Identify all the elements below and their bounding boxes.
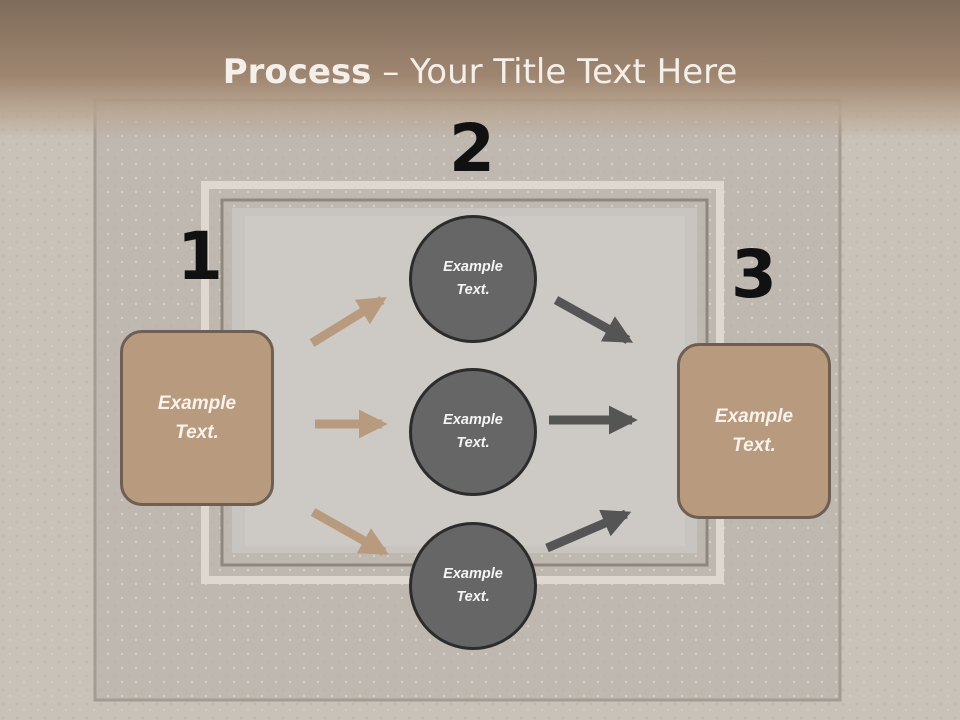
step-circle-bottom-text: Example Text. xyxy=(443,566,503,605)
step-number-2: 2 xyxy=(449,110,495,187)
step-circle-top-text: Example Text. xyxy=(443,259,503,298)
step-circle-middle-text: Example Text. xyxy=(443,412,503,451)
step-box-1-text: Example Text. xyxy=(157,393,237,443)
arrow-box1-to-circle-top xyxy=(309,296,387,347)
step-circle-top: Example Text. xyxy=(409,215,537,343)
step-box-3: Example Text. xyxy=(677,343,831,519)
step-box-3-text: Example Text. xyxy=(714,406,794,456)
step-box-1: Example Text. xyxy=(120,330,274,506)
title-rest: – Your Title Text Here xyxy=(371,52,738,92)
arrow-circle-top-to-box3 xyxy=(553,296,634,344)
step-number-1: 1 xyxy=(177,218,223,295)
title-bar xyxy=(0,0,960,140)
title-bold: Process xyxy=(222,52,372,92)
step-circle-middle: Example Text. xyxy=(409,368,537,496)
slide-title: Process – Your Title Text Here xyxy=(0,52,960,92)
arrow-circle-bottom-to-box3 xyxy=(545,509,632,553)
step-circle-bottom: Example Text. xyxy=(409,522,537,650)
arrow-box1-to-circle-bottom xyxy=(310,508,390,556)
step-number-3: 3 xyxy=(731,236,777,313)
